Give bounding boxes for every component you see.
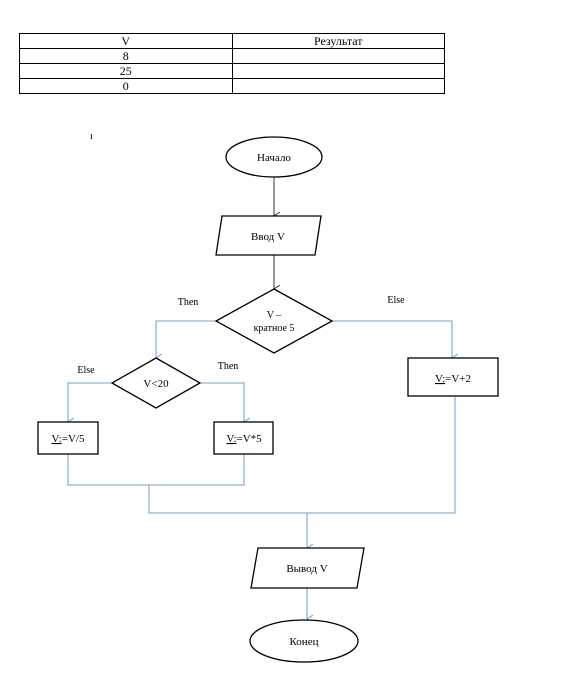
process-multiply-5-label: V:=V*5 (226, 433, 262, 445)
connector-else-plus (332, 320, 452, 358)
input-label: Ввод V (251, 231, 285, 243)
decision-multiple-of-5 (214, 288, 334, 354)
decision-1-line1: V – (267, 310, 283, 321)
decision-2-else-label: Else (77, 365, 95, 376)
table-cell: 0 (19, 78, 233, 94)
decision-2-then-label: Then (218, 361, 239, 372)
end-terminal (249, 619, 359, 663)
decision-1-line2: кратное 5 (254, 323, 295, 334)
decision-1-then-label: Then (178, 297, 199, 308)
connector-else-div (68, 382, 112, 422)
table-row: 25 (19, 63, 445, 79)
expression: =V/5 (62, 433, 85, 445)
input-block (215, 215, 322, 256)
table-cell (231, 78, 445, 94)
end-label: Конец (290, 636, 319, 648)
process-divide-5-label: V:=V/5 (52, 433, 85, 445)
decision-1-else-label: Else (387, 295, 405, 306)
decision-less-than-20 (110, 357, 202, 409)
output-block (250, 547, 365, 589)
table-row: 8 (19, 48, 445, 64)
var-name: V: (435, 373, 445, 385)
process-divide-5 (37, 421, 99, 455)
connector-merge-inner (67, 454, 245, 486)
decision-2-label: V<20 (143, 378, 169, 390)
var-name: V: (52, 433, 62, 445)
process-add-2 (407, 357, 499, 397)
process-add-2-label: V:=V+2 (435, 373, 471, 385)
start-terminal (225, 136, 323, 178)
expression: =V+2 (445, 373, 471, 385)
connector-then-cond2 (156, 320, 216, 358)
connector-then-mul (200, 382, 244, 422)
connector-merge-outer (148, 397, 456, 514)
cursor-mark: ı (90, 131, 93, 142)
expression: =V*5 (237, 433, 263, 445)
values-table: V Результат 8 25 0 (19, 33, 445, 94)
output-label: Вывод V (286, 563, 327, 575)
var-name: V: (226, 433, 236, 445)
start-label: Начало (257, 152, 291, 164)
process-multiply-5 (213, 421, 274, 455)
table-row: 0 (19, 78, 445, 94)
